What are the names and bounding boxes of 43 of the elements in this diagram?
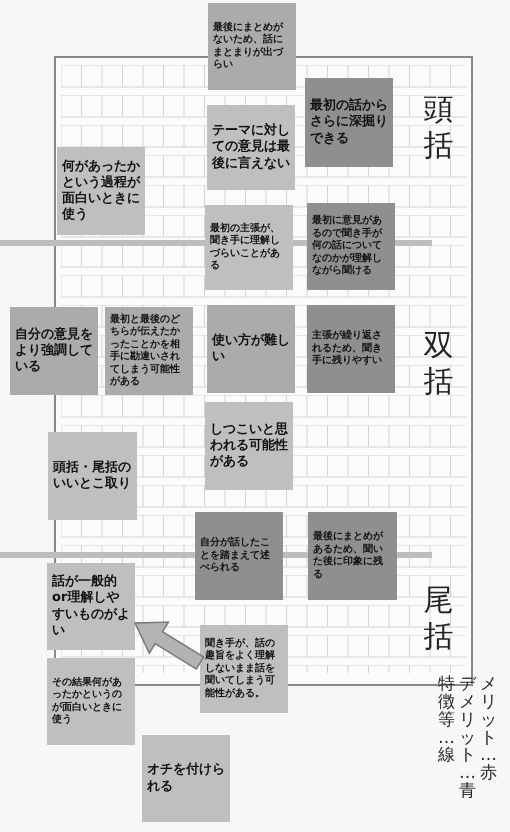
sticky-note [48, 432, 137, 520]
sticky-note [207, 305, 295, 393]
legend-note: デメリット…青 [458, 676, 478, 801]
sticky-note [207, 105, 295, 190]
sticky-note [307, 203, 395, 290]
note-text: 頭括・尾括のいいとこ取り [53, 460, 132, 492]
sticky-note [47, 658, 135, 745]
note-text: 最初と最後のどちらが伝えたかったことかを相手に勘違いされてしまう可能性がある [110, 314, 181, 388]
note-text: 最初に意見があるので聞き手が何の話についてなのかが理解しながら聞ける [312, 215, 384, 278]
legend-note: メリット…赤 [479, 676, 498, 784]
sticky-note [105, 307, 193, 395]
note-text: テーマに対しての意見は最後に言えない [212, 123, 290, 172]
note-text: その結果何があったかというのが面白いときに使う [52, 676, 123, 726]
note-text: 最後にまとめがあるため、聞いた後に印象に残る [313, 531, 384, 581]
note-text: 主張が繰り返されるため、聞き手に残りやすい [312, 330, 383, 368]
sticky-note [142, 735, 230, 822]
note-text: オチを付けられる [147, 762, 225, 795]
note-text: 話が一般的or理解しやすいものがよい [52, 574, 130, 639]
sticky-note [195, 512, 283, 600]
sticky-note [200, 625, 288, 713]
section-heading: 頭括 [422, 92, 455, 164]
note-text: 最初の主張が、聞き手に理解しづらいことがある [210, 222, 281, 272]
section-heading: 双括 [422, 328, 455, 400]
legend-note: 特徴等…線 [437, 676, 456, 766]
sticky-note [205, 402, 293, 490]
sticky-note [57, 147, 145, 235]
note-text: しつこいと思われる可能性がある [210, 422, 288, 470]
sticky-note [10, 307, 98, 395]
note-text: 最初の話からさらに深掘りできる [310, 98, 388, 147]
sticky-note [208, 3, 296, 90]
sticky-note [307, 305, 395, 393]
sticky-note [47, 563, 135, 650]
note-text: 自分の意見をより強調している [15, 326, 93, 376]
note-text: 最後にまとめがないため、話にまとまりが出づらい [213, 22, 284, 72]
note-text: 聞き手が、話の趣旨をよく理解しないまま話を聞いてしまう可能性がある。 [205, 638, 276, 700]
block-arrow [134, 621, 205, 670]
note-text: 使い方が難しい [212, 332, 290, 366]
note-text: 何があったかという過程が面白いときに使う [62, 158, 140, 224]
note-text: 自分が話したことを踏まえて述べられる [200, 537, 271, 575]
section-heading: 尾括 [422, 583, 455, 655]
sticky-note [205, 205, 293, 290]
sticky-note [305, 78, 393, 167]
sticky-note [308, 512, 397, 600]
